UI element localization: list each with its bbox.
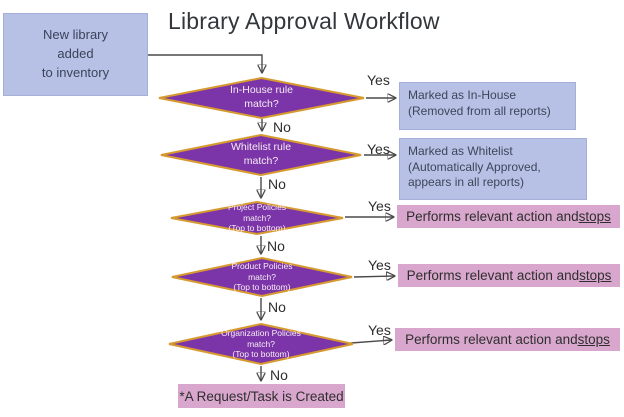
label-yes-product: Yes bbox=[368, 257, 391, 273]
action-text: Performs relevant action and bbox=[405, 332, 578, 347]
outcome-marked-whitelist: Marked as Whitelist (Automatically Appro… bbox=[399, 138, 587, 200]
start-node-line: New library bbox=[42, 27, 108, 43]
action-stops-underlined: stops bbox=[578, 209, 611, 224]
action-stops-underlined: stops bbox=[577, 332, 610, 347]
decision-label: In-House rule match? bbox=[229, 84, 294, 110]
start-node: New library added to inventory bbox=[3, 13, 148, 96]
page-title: Library Approval Workflow bbox=[168, 8, 440, 34]
decision-label: Whitelist rule match? bbox=[230, 141, 292, 167]
label-no-organization: No bbox=[270, 367, 288, 383]
action-text: Performs relevant action and bbox=[406, 209, 579, 224]
label-yes-inhouse: Yes bbox=[367, 72, 390, 88]
diamond-shape bbox=[171, 257, 353, 297]
end-node-request-task-created: *A Request/Task is Created bbox=[178, 384, 345, 408]
label-yes-whitelist: Yes bbox=[367, 141, 390, 157]
connector-start-to-inhouse bbox=[148, 54, 262, 72]
label-no-project: No bbox=[267, 238, 285, 254]
connector-yes-product bbox=[353, 276, 394, 277]
decision-organization-policies: Organization Policies match? (Top to bot… bbox=[167, 323, 355, 365]
decision-in-house: In-House rule match? bbox=[157, 77, 366, 119]
action-text: Performs relevant action and bbox=[406, 268, 580, 283]
start-node-line: added bbox=[57, 46, 94, 62]
label-yes-project: Yes bbox=[368, 198, 391, 214]
outcome-action-product: Performs relevant action and stops bbox=[398, 264, 620, 287]
label-no-product: No bbox=[268, 299, 286, 315]
label-yes-organization: Yes bbox=[368, 322, 391, 338]
decision-label: Organization Policies match? (Top to bot… bbox=[221, 328, 301, 360]
diamond-shape bbox=[168, 323, 354, 365]
outcome-marked-in-house: Marked as In-House (Removed from all rep… bbox=[399, 82, 576, 130]
outcome-action-organization: Performs relevant action and stops bbox=[395, 328, 620, 351]
action-stops-underlined: stops bbox=[579, 268, 612, 283]
decision-project-policies: Project Policies match? (Top to bottom) bbox=[169, 201, 345, 235]
decision-whitelist: Whitelist rule match? bbox=[159, 134, 363, 176]
label-no-inhouse: No bbox=[273, 119, 291, 135]
decision-label: Project Policies match? (Top to bottom) bbox=[227, 202, 287, 234]
outcome-action-project: Performs relevant action and stops bbox=[397, 205, 620, 228]
start-node-line: to inventory bbox=[41, 64, 110, 80]
label-no-whitelist: No bbox=[268, 176, 286, 192]
diamond-shape bbox=[170, 201, 344, 235]
diamond-shape bbox=[160, 134, 362, 176]
decision-label: Product Policies match? (Top to bottom) bbox=[231, 261, 293, 293]
connector-yes-organization bbox=[350, 340, 391, 343]
diamond-shape bbox=[158, 77, 365, 119]
decision-product-policies: Product Policies match? (Top to bottom) bbox=[170, 257, 354, 297]
